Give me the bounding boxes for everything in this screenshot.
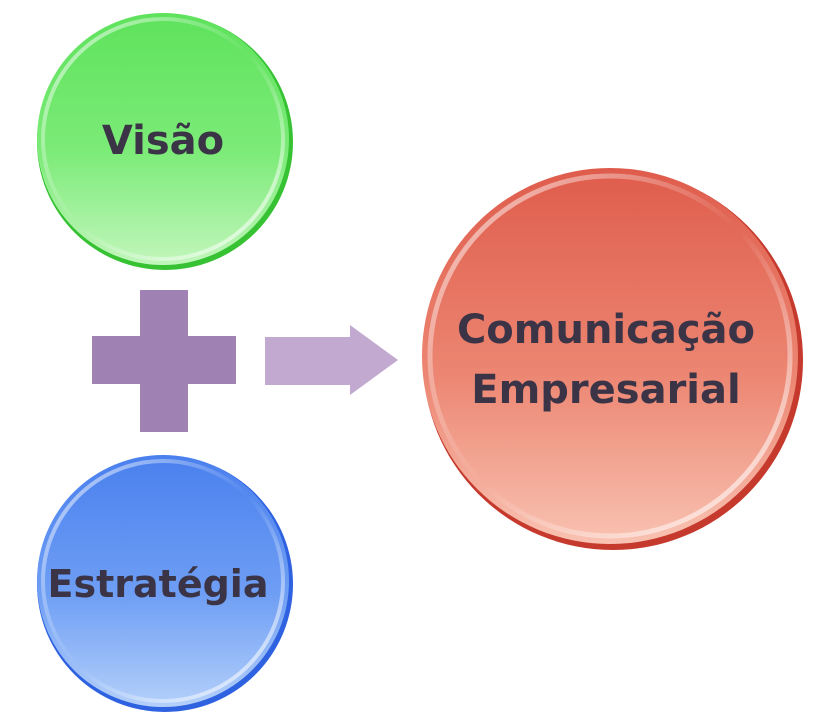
strategy-circle: Estratégia xyxy=(37,455,293,712)
result-circle: Comunicação Empresarial xyxy=(422,168,803,550)
arrow-right-icon xyxy=(265,325,398,395)
vision-label: Visão xyxy=(102,118,224,164)
result-label-line2: Empresarial xyxy=(471,367,740,413)
plus-icon xyxy=(92,290,236,432)
strategy-label: Estratégia xyxy=(48,562,269,606)
result-label-line1: Comunicação xyxy=(457,307,755,353)
vision-circle: Visão xyxy=(37,13,293,270)
